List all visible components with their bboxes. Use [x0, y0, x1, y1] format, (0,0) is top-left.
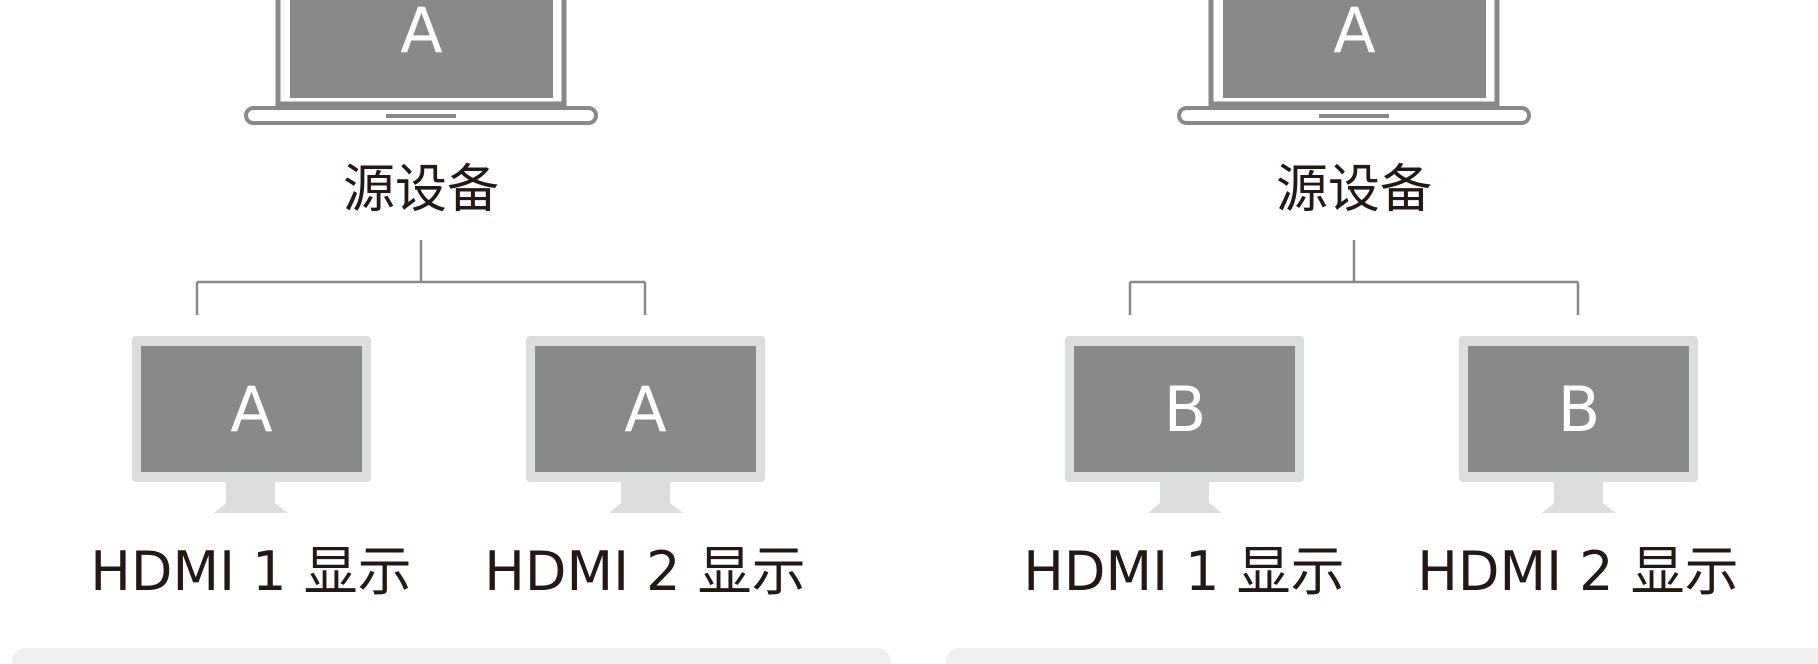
monitor-screen	[1468, 346, 1689, 472]
source-device-label: 源设备	[1276, 160, 1432, 220]
hdmi-1-display-label: HDMI 1 显示	[1023, 540, 1344, 603]
monitor-icon: A	[132, 336, 371, 513]
monitor-screen-letter: B	[1558, 373, 1601, 446]
laptop-screen-letter: A	[1333, 0, 1375, 67]
connector-line	[1128, 240, 1580, 315]
connector-line	[195, 240, 647, 315]
laptop-screen	[1223, 0, 1486, 98]
monitor-icon: A	[526, 336, 765, 513]
monitor-icon: B	[1459, 336, 1698, 513]
hdmi-2-display-label: HDMI 2 显示	[484, 540, 805, 603]
monitor-stand	[609, 482, 683, 513]
source-device-label: 源设备	[343, 160, 499, 220]
hdmi-2-display-label: HDMI 2 显示	[1417, 540, 1738, 603]
monitor-screen	[141, 346, 362, 472]
monitor-screen-letter: A	[624, 373, 666, 446]
monitor-screen-letter: B	[1164, 373, 1207, 446]
bottom-panel	[12, 648, 891, 664]
laptop-screen-letter: A	[400, 0, 442, 67]
monitor-stand	[1542, 482, 1616, 513]
laptop-icon: A	[244, 0, 598, 125]
laptop-icon: A	[1177, 0, 1531, 125]
monitor-screen	[535, 346, 756, 472]
hdmi-1-display-label: HDMI 1 显示	[90, 540, 411, 603]
laptop-trackpad-slot	[386, 114, 456, 118]
panel-right: A 源设备 B HDMI 1 显示 B HDMI 2 显示	[946, 0, 1818, 664]
laptop-trackpad-slot	[1319, 114, 1389, 118]
monitor-stand	[1148, 482, 1222, 513]
laptop-screen	[290, 0, 553, 98]
monitor-screen-letter: A	[230, 373, 272, 446]
bottom-panel	[946, 648, 1818, 664]
monitor-screen	[1074, 346, 1295, 472]
monitor-icon: B	[1065, 336, 1304, 513]
panel-left: A 源设备 A HDMI 1 显示 A HDMI 2 显示	[12, 0, 891, 664]
monitor-stand	[214, 482, 288, 513]
